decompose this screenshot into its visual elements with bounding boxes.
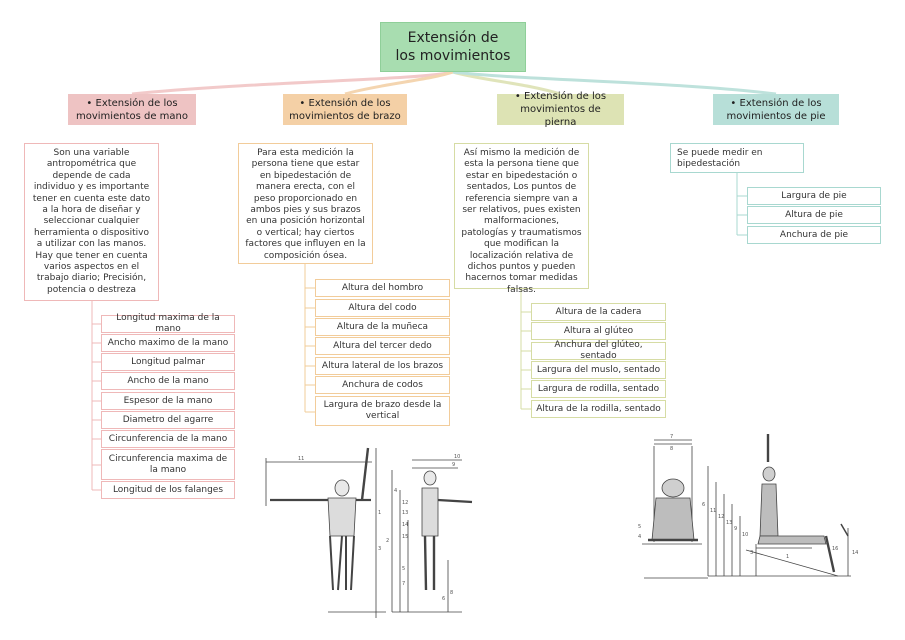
fig-label: 9: [452, 462, 455, 468]
fig-label: 11: [298, 456, 304, 462]
pierna-item: Largura del muslo, sentado: [531, 361, 666, 379]
fig-label: 8: [450, 590, 453, 596]
pierna-item: Largura de rodilla, sentado: [531, 380, 666, 398]
mano-item: Circunferencia de la mano: [101, 430, 235, 448]
fig-label: 10: [454, 454, 460, 460]
brazo-item: Altura del tercer dedo: [315, 337, 450, 355]
fig-label: 7: [402, 581, 405, 587]
fig-label: 3: [378, 546, 381, 552]
fig-label: 1: [378, 510, 381, 516]
brazo-item: Altura lateral de los brazos: [315, 357, 450, 375]
brazo-item: Altura de la muñeca: [315, 318, 450, 336]
fig-label: 7: [670, 434, 673, 440]
fig-label: 6: [442, 596, 445, 602]
fig-label: 8: [670, 446, 673, 452]
fig-label: 12: [718, 514, 724, 520]
mano-item: Longitud palmar: [101, 353, 235, 371]
brazo-item: Largura de brazo desde la vertical: [315, 396, 450, 426]
description-mano: Son una variable antropométrica que depe…: [24, 143, 159, 301]
pierna-item: Altura de la cadera: [531, 303, 666, 321]
main-title: Extensión de los movimientos: [380, 22, 526, 72]
mano-item: Longitud maxima de la mano: [101, 313, 235, 334]
seated-front-figure: [642, 439, 708, 579]
pie-item: Anchura de pie: [747, 226, 881, 244]
seated-figures-illustration: 7 8 5 4 6 11 12 13 9 10 3 16 1 14: [638, 434, 858, 579]
fig-label: 2: [386, 538, 389, 544]
fig-label: 5: [638, 524, 641, 530]
fig-label: 4: [638, 534, 641, 540]
fig-label: 10: [742, 532, 748, 538]
fig-label: 13: [402, 510, 408, 516]
standing-side-figure: [391, 459, 473, 613]
branch-header-mano: • Extensión de los movimientos de mano: [68, 94, 196, 125]
mano-item: Ancho maximo de la mano: [101, 334, 235, 352]
pie-item: Altura de pie: [747, 206, 881, 224]
branch-header-brazo: • Extensión de los movimientos de brazo: [283, 94, 407, 125]
pierna-item: Anchura del glúteo, sentado: [531, 340, 666, 361]
description-pierna: Así mismo la medición de esta la persona…: [454, 143, 589, 295]
brazo-item: Anchura de codos: [315, 376, 450, 394]
seated-side-figure: [707, 434, 851, 577]
mano-item: Diametro del agarre: [101, 411, 235, 429]
fig-label: 16: [832, 546, 838, 552]
fig-label: 15: [402, 534, 408, 540]
fig-label: 9: [734, 526, 737, 532]
mano-item: Longitud de los falanges: [101, 481, 235, 499]
pierna-item: Altura de la rodilla, sentado: [531, 400, 666, 418]
pierna-item: Altura al glúteo: [531, 322, 666, 340]
fig-label: 12: [402, 500, 408, 506]
fig-label: 5: [402, 566, 405, 572]
branch-header-pierna: • Extensión de los movimientos de pierna: [497, 91, 624, 128]
fig-label: 3: [750, 550, 753, 556]
branch-header-pie: • Extensión de los movimientos de pie: [713, 94, 839, 125]
fig-label: 14: [402, 522, 408, 528]
description-pie: Se puede medir en bipedestación: [670, 143, 804, 173]
description-brazo: Para esta medición la persona tiene que …: [238, 143, 373, 264]
fig-label: 6: [702, 502, 705, 508]
fig-label: 11: [710, 508, 716, 514]
mano-item: Circunferencia maxima de la mano: [101, 449, 235, 480]
brazo-item: Altura del codo: [315, 299, 450, 317]
pie-item: Largura de pie: [747, 187, 881, 205]
mano-item: Espesor de la mano: [101, 392, 235, 410]
fig-label: 14: [852, 550, 858, 556]
mano-item: Ancho de la mano: [101, 372, 235, 390]
brazo-item: Altura del hombro: [315, 279, 450, 297]
fig-label: 4: [394, 488, 397, 494]
fig-label: 1: [786, 554, 789, 560]
standing-figures-illustration: 11 1 3 5 7 6 10 9 4 12 13 14 15 2 8: [265, 447, 473, 618]
standing-front-figure: [265, 447, 386, 618]
fig-label: 13: [726, 520, 732, 526]
